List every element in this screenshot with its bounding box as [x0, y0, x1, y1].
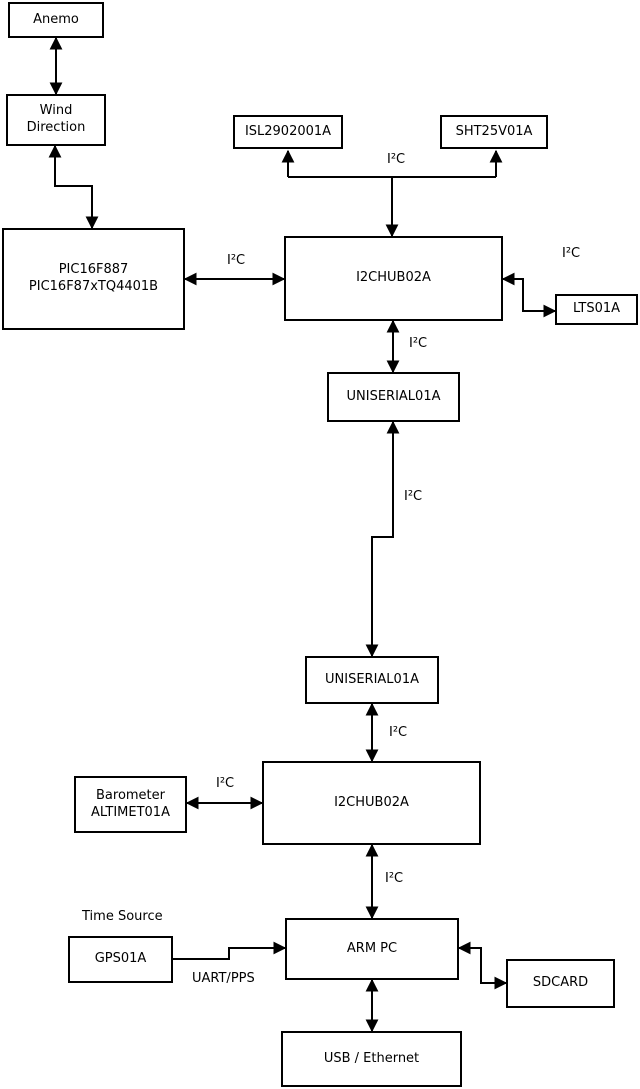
- label-i2c-pic-hub1: I²C: [227, 253, 246, 268]
- node-label: UNISERIAL01A: [346, 388, 441, 404]
- node-label: Direction: [26, 120, 86, 135]
- node-label: ISL2902001A: [244, 123, 332, 139]
- label-i2c-lts: I²C: [562, 246, 581, 261]
- node-sdcard: SDCARD: [506, 959, 615, 1008]
- connector-gps-armpc: [173, 941, 287, 960]
- node-i2c-hub-1: I2CHUB02A: [284, 236, 503, 321]
- node-barometer-altimeter: Barometer ALTIMET01A: [74, 776, 187, 833]
- node-uniserial-2: UNISERIAL01A: [305, 656, 439, 704]
- node-label: ARM PC: [346, 940, 398, 956]
- label-i2c-hub1-uniserial1: I²C: [409, 336, 428, 351]
- label-i2c-barometer: I²C: [216, 776, 235, 791]
- node-label: SHT25V01A: [455, 123, 533, 139]
- node-label: GPS01A: [94, 951, 147, 967]
- node-pic-microcontroller: PIC16F887 PIC16F87xTQ4401B: [2, 228, 185, 330]
- node-label: LTS01A: [572, 301, 621, 317]
- node-isl-light-sensor: ISL2902001A: [233, 115, 343, 149]
- node-label: ALTIMET01A: [91, 804, 170, 820]
- node-label: Wind: [39, 103, 73, 119]
- node-label: USB / Ethernet: [323, 1050, 420, 1066]
- node-label: PIC16F887: [58, 262, 129, 278]
- node-sht-humidity-sensor: SHT25V01A: [440, 115, 548, 149]
- node-label: Anemo: [33, 11, 79, 27]
- label-i2c-hub2-armpc: I²C: [385, 871, 404, 886]
- node-label: SDCARD: [532, 975, 589, 991]
- node-label: I2CHUB02A: [334, 794, 409, 810]
- node-label: UNISERIAL01A: [325, 671, 419, 687]
- connector-winddirection-pic: [48, 144, 99, 230]
- node-anemometer: Anemo: [8, 2, 104, 38]
- node-gps: GPS01A: [68, 936, 173, 983]
- connector-uniserial1-uniserial2: [365, 420, 400, 658]
- label-time-source: Time Source: [82, 909, 163, 924]
- label-i2c-uniserial-link: I²C: [404, 489, 423, 504]
- node-arm-pc: ARM PC: [285, 918, 459, 980]
- node-label: PIC16F87xTQ4401B: [28, 279, 159, 294]
- label-i2c-sensor-bus: I²C: [387, 152, 406, 167]
- connector-armpc-sdcard: [457, 941, 508, 990]
- connector-hub1-lts: [501, 272, 557, 318]
- node-wind-direction: Wind Direction: [6, 94, 106, 146]
- node-usb-ethernet: USB / Ethernet: [281, 1031, 462, 1087]
- node-label: I2CHUB02A: [356, 270, 431, 286]
- node-uniserial-1: UNISERIAL01A: [327, 372, 460, 422]
- node-lts-temperature-sensor: LTS01A: [555, 294, 638, 325]
- label-uart-pps: UART/PPS: [192, 971, 255, 986]
- node-label: Barometer: [96, 787, 165, 803]
- label-i2c-uniserial2-hub2: I²C: [389, 725, 408, 740]
- node-i2c-hub-2: I2CHUB02A: [262, 761, 481, 845]
